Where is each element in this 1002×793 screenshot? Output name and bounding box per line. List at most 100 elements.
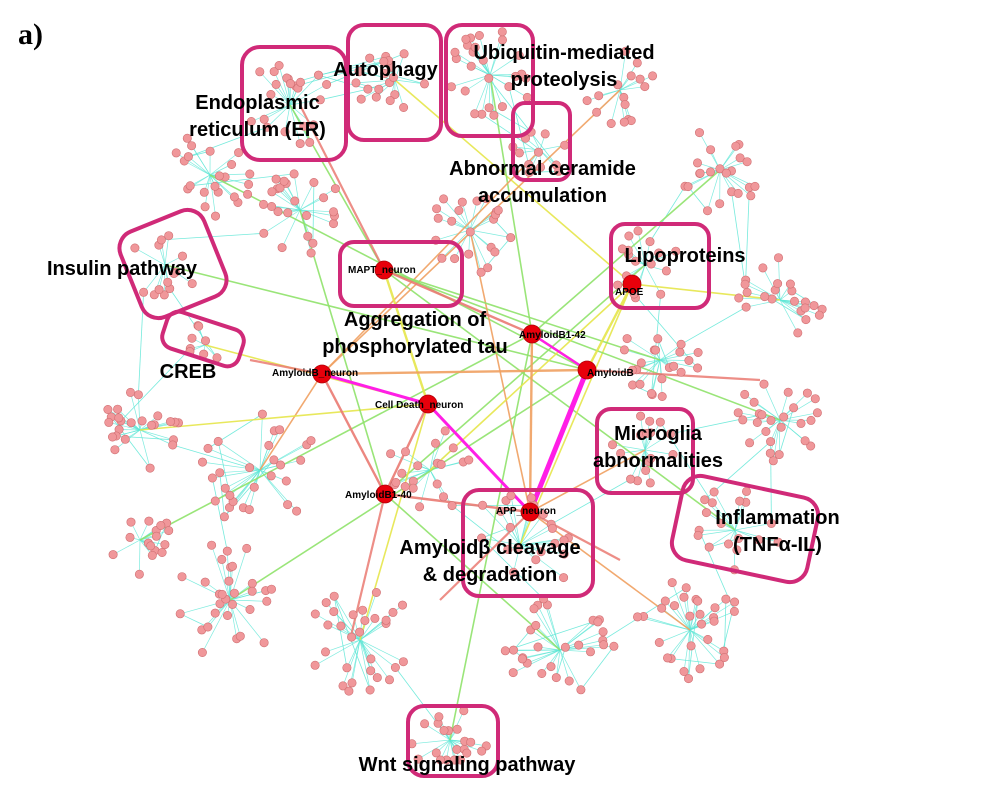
network-node <box>647 389 655 397</box>
region-label-wnt: Wnt signaling pathway <box>322 752 612 779</box>
network-node <box>441 427 449 435</box>
network-node <box>322 598 330 606</box>
network-node <box>165 232 173 240</box>
network-node <box>178 573 186 581</box>
network-node <box>637 359 645 367</box>
network-node <box>286 79 294 87</box>
network-node <box>228 600 236 608</box>
network-node <box>498 102 506 110</box>
network-node <box>677 368 685 376</box>
network-node <box>742 487 750 495</box>
network-node <box>355 628 363 636</box>
network-node <box>750 398 758 406</box>
edge <box>260 374 322 470</box>
network-node <box>230 589 238 597</box>
network-node <box>391 663 399 671</box>
edge <box>395 668 456 750</box>
network-node <box>478 501 486 509</box>
network-node <box>693 159 701 167</box>
network-node <box>155 285 163 293</box>
network-node <box>786 280 794 288</box>
network-node <box>610 642 618 650</box>
network-node <box>751 182 759 190</box>
network-node <box>245 463 253 471</box>
edge <box>322 370 587 374</box>
network-node <box>349 611 357 619</box>
network-node <box>657 290 665 298</box>
network-node <box>730 598 738 606</box>
region-label-lipoproteins: Lipoproteins <box>606 243 764 270</box>
network-node <box>420 720 428 728</box>
network-node <box>131 244 139 252</box>
network-node <box>762 427 770 435</box>
network-node <box>389 608 397 616</box>
network-node <box>127 419 135 427</box>
network-node <box>245 505 253 513</box>
network-node <box>195 322 203 330</box>
network-node <box>575 641 583 649</box>
network-node <box>655 638 663 646</box>
network-node <box>766 437 774 445</box>
network-node <box>534 643 542 651</box>
network-node <box>676 348 684 356</box>
hub-label-app: APP_neuron <box>496 506 556 518</box>
network-node <box>176 610 184 618</box>
network-node <box>694 348 702 356</box>
network-node <box>621 100 629 108</box>
network-node <box>225 577 233 585</box>
network-node <box>207 541 215 549</box>
network-node <box>767 416 775 424</box>
network-node <box>218 555 226 563</box>
network-node <box>367 667 375 675</box>
network-node <box>484 264 492 272</box>
network-node <box>437 460 445 468</box>
network-node <box>703 207 711 215</box>
network-node <box>433 480 441 488</box>
network-node <box>154 412 162 420</box>
network-node <box>188 334 196 342</box>
edge <box>732 192 746 284</box>
network-node <box>372 93 380 101</box>
network-node <box>753 418 761 426</box>
network-node <box>677 340 685 348</box>
network-node <box>126 533 134 541</box>
network-node <box>104 405 112 413</box>
network-node <box>448 217 456 225</box>
edge <box>581 646 614 690</box>
network-node <box>414 462 422 470</box>
network-node <box>741 280 749 288</box>
network-node <box>490 111 498 119</box>
network-node <box>761 292 769 300</box>
network-node <box>134 391 142 399</box>
network-node <box>172 149 180 157</box>
network-node <box>218 590 226 598</box>
network-node <box>670 362 678 370</box>
network-node <box>204 444 212 452</box>
network-node <box>507 233 515 241</box>
network-node <box>228 562 236 570</box>
network-node <box>739 416 747 424</box>
network-node <box>290 170 298 178</box>
network-node <box>651 346 659 354</box>
network-node <box>211 182 219 190</box>
network-node <box>599 628 607 636</box>
network-node <box>734 189 742 197</box>
network-node <box>710 617 718 625</box>
network-node <box>214 437 222 445</box>
region-label-autophagy: Autophagy <box>318 57 453 84</box>
network-node <box>697 620 705 628</box>
network-node <box>267 472 275 480</box>
network-node <box>343 664 351 672</box>
network-node <box>810 301 818 309</box>
network-node <box>348 679 356 687</box>
network-node <box>668 578 676 586</box>
network-node <box>577 686 585 694</box>
network-node <box>634 227 642 235</box>
network-node <box>399 658 407 666</box>
network-node <box>626 475 634 483</box>
network-node <box>357 95 365 103</box>
network-node <box>398 601 406 609</box>
